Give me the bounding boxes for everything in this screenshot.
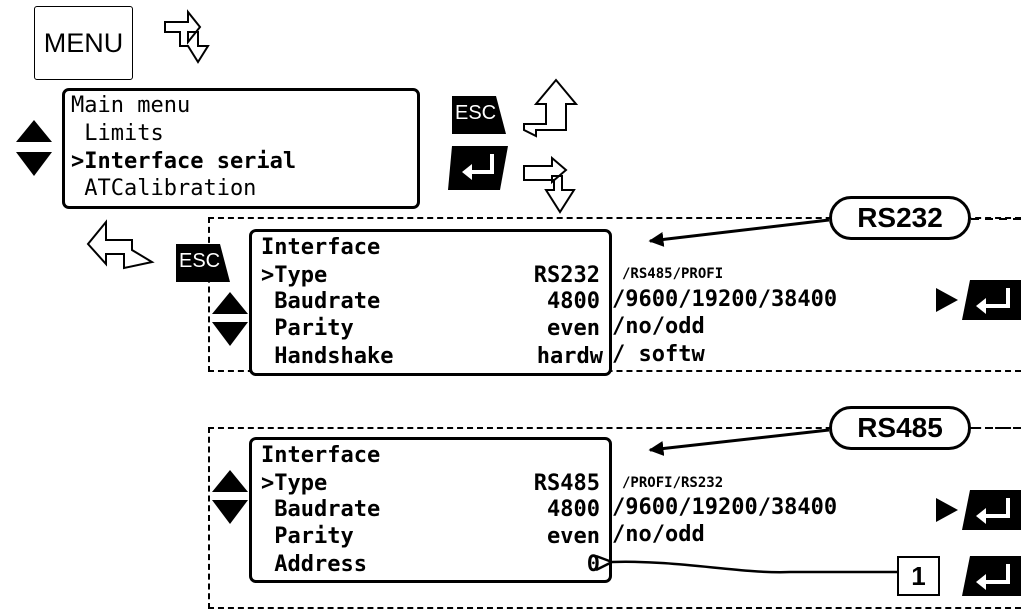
rs232-baudrate-label: Baudrate	[261, 289, 381, 314]
address-example-box: 1	[897, 556, 940, 596]
rs485-type-label: >Type	[261, 471, 328, 496]
rs485-parity-value: even	[547, 524, 600, 549]
rs485-baudrate-options: /9600/19200/38400	[612, 495, 838, 520]
rs485-type-value: RS485	[533, 471, 600, 496]
arrow-menu-to-main-icon	[164, 9, 210, 64]
enter-key-main-icon	[448, 146, 508, 190]
rs232-title: Interface	[261, 235, 381, 260]
menu-button[interactable]: MENU	[34, 6, 133, 80]
esc-button-interface[interactable]: ESC	[174, 242, 232, 284]
arrow-enter-down-icon	[523, 155, 576, 214]
rs232-handshake-label: Handshake	[261, 344, 394, 369]
main-menu-scroll-arrows-icon	[16, 120, 52, 176]
rs232-parity-options: /no/odd	[612, 314, 705, 339]
main-menu-item-atcalibration: ATCalibration	[71, 176, 257, 201]
rs232-parity-label: Parity	[261, 316, 354, 341]
esc-label-main: ESC	[455, 102, 497, 124]
rs485-parity-options: /no/odd	[612, 522, 705, 547]
rs232-type-value: RS232	[533, 263, 600, 288]
main-menu-title: Main menu	[71, 93, 191, 118]
esc-button-main[interactable]: ESC	[450, 94, 508, 136]
rs232-tag: RS232	[829, 196, 971, 240]
esc-label-interface: ESC	[179, 250, 221, 272]
rs485-tag: RS485	[829, 406, 971, 450]
rs232-baudrate-options: /9600/19200/38400	[612, 287, 838, 312]
rs232-display: Interface >Type Baudrate Parity Handshak…	[249, 229, 612, 376]
rs485-frame	[208, 427, 1021, 609]
rs485-address-value: 0	[586, 552, 600, 577]
arrow-esc-up-icon	[523, 78, 579, 138]
rs232-parity-value: even	[547, 316, 600, 341]
rs485-baudrate-value: 4800	[547, 497, 600, 522]
rs485-address-label: Address	[261, 552, 367, 577]
rs232-handshake-options: / softw	[612, 342, 705, 367]
rs232-handshake-value: hardw	[536, 344, 603, 369]
rs232-type-options: /RS485/PROFI	[622, 266, 724, 282]
rs485-baudrate-label: Baudrate	[261, 497, 381, 522]
rs485-display: Interface >Type Baudrate Parity Address …	[249, 437, 612, 583]
main-menu-display: Main menu Limits >Interface serial ATCal…	[62, 88, 420, 209]
rs485-parity-label: Parity	[261, 524, 354, 549]
rs232-type-label: >Type	[261, 263, 328, 288]
rs485-title: Interface	[261, 443, 381, 468]
rs485-type-options: /PROFI/RS232	[622, 475, 724, 491]
rs232-baudrate-value: 4800	[547, 289, 600, 314]
main-menu-item-limits: Limits	[71, 121, 164, 146]
main-menu-item-interface-serial: >Interface serial	[71, 149, 297, 174]
rs232-frame	[208, 217, 1021, 372]
arrow-esc-back-icon	[86, 219, 155, 270]
